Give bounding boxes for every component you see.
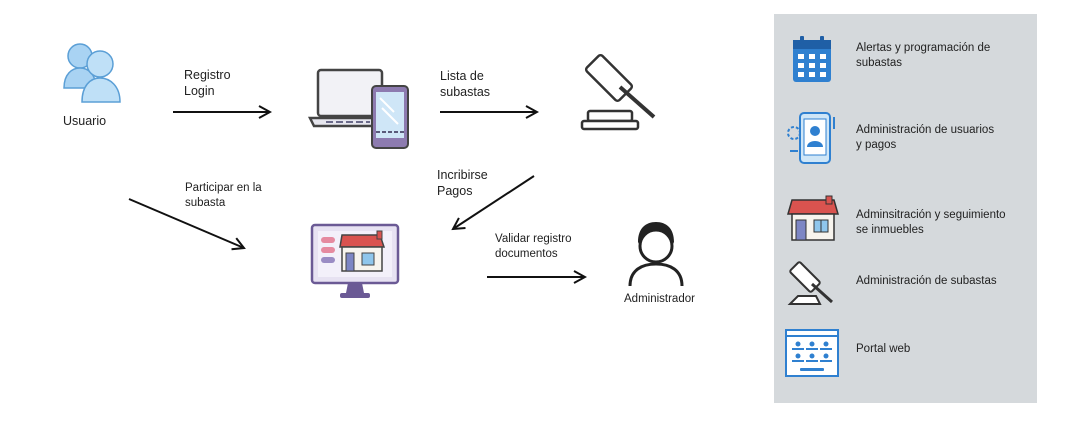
legend-item-portal: Portal web [774, 328, 1037, 382]
legend-text-inmuebles-l2: se inmuebles [856, 224, 924, 236]
legend-text-usuarios-l1: Administración de usuarios [856, 124, 995, 136]
gavel-small-icon [787, 261, 834, 305]
legend-text-inmuebles: Adminsitración y seguimiento se inmueble… [856, 208, 1032, 238]
legend-text-usuarios: Administración de usuarios y pagos [856, 123, 1032, 153]
flow-lista-line2: subastas [440, 85, 491, 99]
legend-item-inmuebles: Adminsitración y seguimiento se inmueble… [774, 194, 1037, 248]
flow-validar-line1: Validar registro [495, 233, 572, 245]
actor-usuario-label: Usuario [63, 114, 107, 128]
gavel-icon [580, 53, 656, 131]
laptop-phone-icon [307, 68, 409, 149]
monitor-house-icon [310, 223, 400, 298]
admin-user-icon [628, 222, 684, 287]
flow-validar-line2: documentos [495, 248, 558, 260]
flow-incribirse-line2: Pagos [437, 184, 473, 198]
web-portal-icon [785, 329, 839, 377]
user-admin-phone-icon [787, 112, 835, 164]
arrow-participar [128, 198, 244, 248]
diagram-canvas [63, 43, 684, 298]
legend-panel: Alertas y programación de subastas Admin… [774, 14, 1037, 403]
flow-participar-line2: subasta [185, 197, 226, 209]
flow-lista-label: Lista de subastas [440, 68, 490, 100]
arrow-incribirse [453, 175, 535, 229]
flow-participar-line1: Participar en la [185, 182, 262, 194]
legend-item-subastas: Administración de subastas [774, 260, 1037, 314]
flow-validar-label: Validar registro documentos [495, 232, 572, 262]
flow-registro-line2: Login [184, 84, 215, 98]
actor-administrador-label: Administrador [624, 293, 695, 305]
legend-text-alertas: Alertas y programación de subastas [856, 41, 1032, 71]
house-icon [787, 195, 839, 241]
users-icon [63, 43, 121, 103]
legend-text-alertas-l1: Alertas y programación de [856, 42, 991, 54]
legend-text-usuarios-l2: y pagos [856, 139, 897, 151]
legend-item-alertas: Alertas y programación de subastas [774, 34, 1037, 88]
legend-text-alertas-l2: subastas [856, 57, 903, 69]
calendar-icon [793, 36, 831, 82]
legend-text-inmuebles-l1: Adminsitración y seguimiento [856, 209, 1006, 221]
flow-lista-line1: Lista de [440, 69, 484, 83]
flow-registro-line1: Registro [184, 68, 231, 82]
legend-text-portal: Portal web [856, 343, 911, 355]
flow-registro-label: Registro Login [184, 67, 231, 99]
flow-incribirse-label: Incribirse Pagos [437, 167, 488, 199]
flow-incribirse-line1: Incribirse [437, 168, 488, 182]
legend-item-usuarios: Administración de usuarios y pagos [774, 111, 1037, 165]
legend-text-subastas: Administración de subastas [856, 275, 997, 287]
flow-participar-label: Participar en la subasta [185, 181, 262, 211]
